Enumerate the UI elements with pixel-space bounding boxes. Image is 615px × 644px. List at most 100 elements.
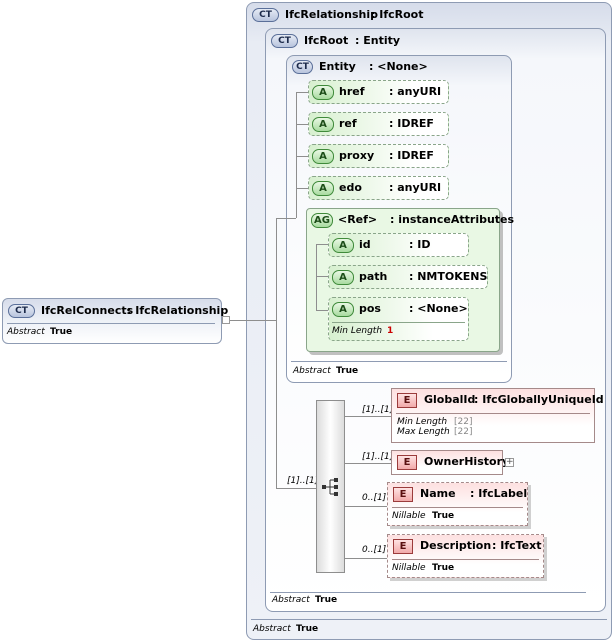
sequence-multiplicity: [1]..[1] <box>287 476 319 486</box>
attribute-pos[interactable]: A pos : <None> Min Length 1 <box>328 297 469 341</box>
ct-name: IfcRelationship <box>285 8 378 21</box>
element-type: : IfcGloballyUniqueId <box>474 393 604 406</box>
attribute-edo[interactable]: A edo : anyURI <box>308 176 449 200</box>
prop-label: Abstract <box>7 327 45 337</box>
element-name: GlobalId <box>424 393 476 406</box>
attribute-name: path <box>359 270 388 283</box>
ct-type: : Entity <box>355 34 401 47</box>
attribute-id[interactable]: A id : ID <box>328 233 469 257</box>
attribute-badge: A <box>312 85 334 100</box>
expand-icon[interactable]: + <box>505 457 514 467</box>
facet-value: 1 <box>387 326 394 336</box>
attribute-href[interactable]: A href : anyURI <box>308 80 449 104</box>
facet-value: [22] <box>454 427 473 437</box>
ct-badge: CT <box>8 304 35 318</box>
divider <box>251 619 607 620</box>
prop-value: True <box>336 366 359 376</box>
facet-label: Max Length <box>397 427 450 437</box>
divider <box>270 592 586 593</box>
element-name[interactable]: E Name : IfcLabel Nillable True <box>387 482 528 526</box>
facet-label: Nillable <box>392 511 426 521</box>
ct-badge: CT <box>271 34 298 48</box>
element-badge: E <box>397 393 417 408</box>
ct-name: Entity <box>319 60 356 73</box>
connector <box>296 92 297 218</box>
element-name-label: Name <box>420 487 456 500</box>
facet-value: True <box>432 563 455 573</box>
sequence-compositor[interactable] <box>316 400 345 573</box>
connector <box>316 244 328 245</box>
element-badge: E <box>393 487 413 502</box>
connector <box>345 416 391 417</box>
element-type: : IfcLabel <box>470 487 528 500</box>
prop-value: True <box>296 624 319 634</box>
attribute-badge: A <box>312 117 334 132</box>
attribute-type: : anyURI <box>389 85 442 98</box>
attribute-badge: A <box>312 149 334 164</box>
connector <box>230 320 276 321</box>
attribute-badge: A <box>332 270 354 285</box>
element-description[interactable]: E Description : IfcText Nillable True <box>387 534 544 578</box>
connector <box>316 276 328 277</box>
facet-label: Nillable <box>392 563 426 573</box>
connector <box>296 124 308 125</box>
attribute-type: : IDREF <box>389 149 434 162</box>
divider <box>392 559 539 560</box>
attribute-name: ref <box>339 117 357 130</box>
element-ownerhistory[interactable]: E OwnerHistory <box>391 450 509 475</box>
attribute-type: : NMTOKENS <box>409 270 488 283</box>
attribute-group-type: : instanceAttributes <box>390 213 515 226</box>
attribute-type: : <None> <box>409 302 468 315</box>
attribute-badge: A <box>332 238 354 253</box>
root-type: : IfcRelationship <box>127 304 229 317</box>
attribute-name: id <box>359 238 371 251</box>
divider <box>291 361 507 362</box>
divider <box>392 507 523 508</box>
attribute-type: : ID <box>409 238 431 251</box>
prop-value: True <box>50 327 73 337</box>
divider <box>332 322 465 323</box>
ct-name: IfcRoot <box>304 34 349 47</box>
collapse-connector-icon[interactable] <box>222 316 230 324</box>
element-multiplicity: [1]..[1] <box>362 452 394 462</box>
connector <box>276 218 277 488</box>
element-type: : IfcText <box>492 539 542 552</box>
connector <box>296 156 308 157</box>
divider <box>7 323 215 324</box>
attribute-type: : IDREF <box>389 117 434 130</box>
prop-label: Abstract <box>253 624 291 634</box>
element-globalid[interactable]: E GlobalId : IfcGloballyUniqueId Min Len… <box>391 388 604 443</box>
attribute-badge: A <box>312 181 334 196</box>
attribute-path[interactable]: A path : NMTOKENS <box>328 265 488 289</box>
prop-label: Abstract <box>272 595 310 605</box>
facet-value: [22] <box>454 417 473 427</box>
element-badge: E <box>397 455 417 470</box>
element-multiplicity: [1]..[1] <box>362 405 394 415</box>
attribute-ref[interactable]: A ref : IDREF <box>308 112 449 136</box>
sequence-icon <box>322 478 338 496</box>
prop-value: True <box>315 595 338 605</box>
attribute-type: : anyURI <box>389 181 442 194</box>
facet-label: Min Length <box>332 326 383 336</box>
connector <box>345 558 387 559</box>
element-name: OwnerHistory <box>424 455 510 468</box>
ct-badge: CT <box>292 60 313 74</box>
prop-label: Abstract <box>293 366 331 376</box>
connector <box>345 506 387 507</box>
element-multiplicity: 0..[1] <box>362 493 387 503</box>
attribute-name: pos <box>359 302 381 315</box>
root-ifcrelconnects[interactable]: CT IfcRelConnects : IfcRelationship Abst… <box>2 298 228 344</box>
attribute-group-badge: AG <box>311 213 333 228</box>
attribute-name: proxy <box>339 149 375 162</box>
element-badge: E <box>393 539 413 554</box>
attribute-name: href <box>339 85 365 98</box>
divider <box>396 413 590 414</box>
connector <box>316 244 317 310</box>
connector <box>276 488 316 489</box>
root-name: IfcRelConnects <box>41 304 134 317</box>
element-name-label: Description <box>420 539 492 552</box>
facet-label: Min Length <box>397 417 448 427</box>
connector <box>296 188 308 189</box>
ct-type: : <None> <box>369 60 428 73</box>
attribute-proxy[interactable]: A proxy : IDREF <box>308 144 449 168</box>
